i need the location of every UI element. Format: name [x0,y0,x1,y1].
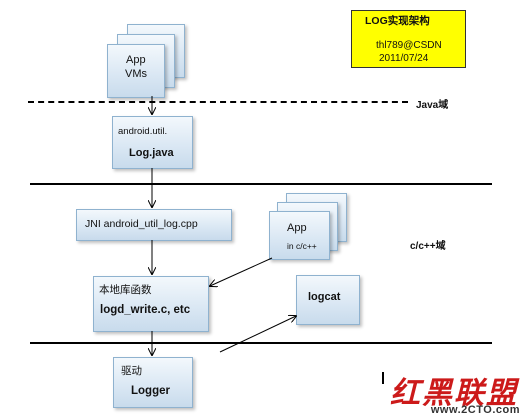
native-boundary-line [30,183,492,185]
app-vms-line2: VMs [125,68,147,80]
title-note: LOG实现架构 thl789@CSDN 2011/07/24 [351,10,466,68]
driver-box: 驱动 Logger [113,357,193,408]
native-lib-line2: logd_write.c, etc [100,304,191,316]
driver-line2: Logger [131,385,170,397]
java-domain-label: Java域 [416,100,449,111]
date-label: 2011/07/24 [379,53,429,64]
app-vms-line1: App [126,54,146,66]
app-native-box: App in c/c++ [269,211,330,260]
log-java-file: Log.java [129,147,174,159]
app-native-line1: App [287,222,307,234]
log-java-package: android.util. [118,126,168,137]
jni-label: JNI android_util_log.cpp [85,218,198,230]
native-lib-line1: 本地库函数 [99,284,152,296]
native-lib-box: 本地库函数 logd_write.c, etc [93,276,209,332]
author-label: thl789@CSDN [376,40,442,51]
arrow-driver-to-logcat [219,316,296,353]
diagram-title: LOG实现架构 [365,15,430,27]
native-domain-label: c/c++域 [410,241,446,252]
java-domain-boundary-dashed [28,101,408,103]
kernel-boundary-line [30,342,492,344]
logcat-box: logcat [296,275,360,325]
watermark-site: www.2CTO.com [430,404,520,416]
app-native-line2: in c/c++ [287,241,317,251]
app-vms-box: App VMs [107,44,165,98]
arrow-appnative-to-nativelib [210,257,273,286]
log-java-box: android.util. Log.java [112,116,193,169]
driver-line1: 驱动 [121,365,142,377]
watermark-logo-text: 红黑联盟 [390,376,518,411]
jni-box: JNI android_util_log.cpp [76,209,232,241]
logcat-label: logcat [308,291,341,303]
watermark-bar [382,372,384,384]
